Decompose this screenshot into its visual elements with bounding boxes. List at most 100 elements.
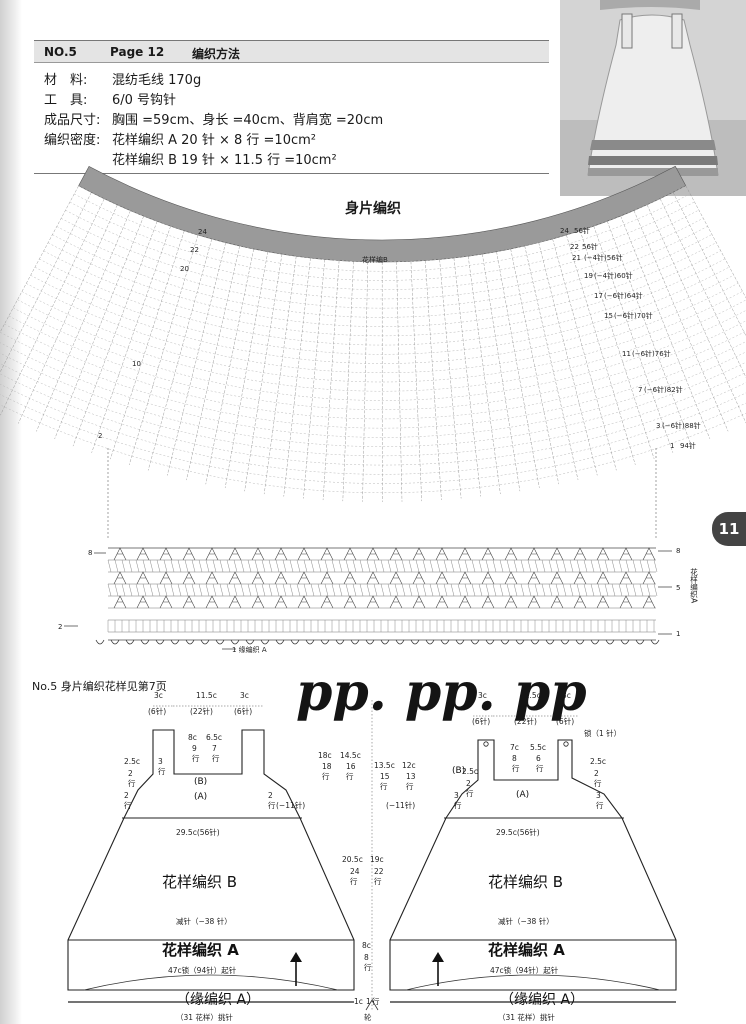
band-stitch xyxy=(576,559,581,573)
shell-motif xyxy=(251,571,265,585)
stitches: 16 xyxy=(346,762,356,771)
dim: 3c xyxy=(478,691,487,700)
band-stitch xyxy=(422,559,427,573)
row-label: 10 xyxy=(132,360,141,368)
shell-motif xyxy=(596,595,610,609)
shell-motif xyxy=(504,571,518,585)
band-stitch xyxy=(226,559,231,573)
band-stitch xyxy=(233,583,238,597)
shell-motif xyxy=(343,547,357,561)
row-count: (−4针)60针 xyxy=(594,271,633,280)
row-arc xyxy=(26,282,739,373)
band-stitch xyxy=(548,559,553,573)
stitch-column xyxy=(425,260,442,501)
stitches: 18 xyxy=(322,762,332,771)
edge-scallop xyxy=(530,639,540,645)
band-stitch xyxy=(128,583,133,597)
row-arc xyxy=(0,394,746,484)
band-stitch xyxy=(212,583,217,597)
shell-motif xyxy=(596,571,610,585)
front-hem-curve xyxy=(83,974,339,991)
label-a: (A) xyxy=(516,790,529,800)
band-stitch xyxy=(555,559,560,573)
dress-photo xyxy=(560,0,746,196)
band-stitch xyxy=(338,583,343,597)
shell-motif xyxy=(113,571,127,585)
band-stitch xyxy=(625,583,630,597)
shell-motif xyxy=(412,571,426,585)
band-stitch xyxy=(632,559,637,573)
pattern-note: No.5 身片编织花样见第7页 xyxy=(32,680,167,693)
edge-scallop xyxy=(635,639,645,645)
band-stitch xyxy=(324,559,329,573)
pick-up: （31 花样）挑针 xyxy=(176,1012,233,1022)
edge-scallop xyxy=(560,639,570,645)
band-stitch xyxy=(499,583,504,597)
shell-motif xyxy=(297,547,311,561)
decrease: (−11针) xyxy=(276,800,305,810)
method-title: 编织方法 xyxy=(192,47,241,61)
band-stitch xyxy=(380,559,385,573)
row-label: 20 xyxy=(180,265,189,273)
pattern-b-label: 花样编织 B xyxy=(162,873,237,891)
pattern-number: NO.5 xyxy=(44,45,77,59)
band-stitch xyxy=(184,559,189,573)
stitch-column xyxy=(283,257,311,497)
band-stitch xyxy=(170,559,175,573)
band-stitch xyxy=(485,583,490,597)
edge-scallop xyxy=(200,639,210,645)
shell-motif xyxy=(458,595,472,609)
stitch-column xyxy=(36,210,131,432)
band-stitch xyxy=(163,559,168,573)
unit: 行 xyxy=(374,876,382,886)
chain-note: 锁（1 针） xyxy=(584,728,621,738)
row-label: 3 xyxy=(656,422,660,430)
band-stitch xyxy=(618,559,623,573)
skirt-stitch-chart xyxy=(0,165,746,540)
band-stitch xyxy=(415,583,420,597)
band-stitch xyxy=(275,559,280,573)
stitches: 2 xyxy=(124,791,129,800)
dim: 8c xyxy=(362,941,371,950)
shell-motif xyxy=(320,547,334,561)
spec-size: 成品尺寸:胸围 =59cm、身长 =40cm、背肩宽 =20cm xyxy=(44,113,384,128)
stitches: (22针) xyxy=(514,716,537,726)
shell-motif xyxy=(228,547,242,561)
row-count: 56针 xyxy=(582,242,598,251)
stitches: 3 xyxy=(158,757,163,766)
row-label: 7 xyxy=(638,386,642,394)
band-stitch xyxy=(212,559,217,573)
row-arc xyxy=(0,332,746,429)
shell-motif xyxy=(642,571,656,585)
band-stitch xyxy=(527,559,532,573)
band-stitch xyxy=(611,559,616,573)
row-label: 5 xyxy=(676,584,680,592)
unit: 行 xyxy=(466,788,474,798)
shell-motif xyxy=(435,571,449,585)
shell-motif xyxy=(435,595,449,609)
decrease-note: 减针（−38 针） xyxy=(176,916,232,926)
stitches: 8 xyxy=(364,953,369,962)
edge-scallop xyxy=(245,639,255,645)
band-stitch xyxy=(261,559,266,573)
row-label: 8 xyxy=(676,547,680,555)
edge-scallop xyxy=(605,639,615,645)
band-stitch xyxy=(310,559,315,573)
band-stitch xyxy=(520,583,525,597)
band-stitch xyxy=(373,583,378,597)
cast-on: 47c锁（94针）起针 xyxy=(490,965,559,975)
edge-scallop xyxy=(470,639,480,645)
book-spine-shadow xyxy=(0,0,22,1024)
stitch-column xyxy=(593,226,674,453)
dim: 8c xyxy=(188,733,197,742)
band-stitch xyxy=(471,559,476,573)
shell-motif xyxy=(343,571,357,585)
row-arc xyxy=(30,274,734,364)
row-arc xyxy=(61,217,704,300)
yoke-label: 花样编B xyxy=(362,255,388,264)
stitch-column xyxy=(263,256,297,495)
shell-motif xyxy=(343,595,357,609)
edge-scallop xyxy=(230,639,240,645)
band-stitch xyxy=(478,559,483,573)
shell-motif xyxy=(550,571,564,585)
